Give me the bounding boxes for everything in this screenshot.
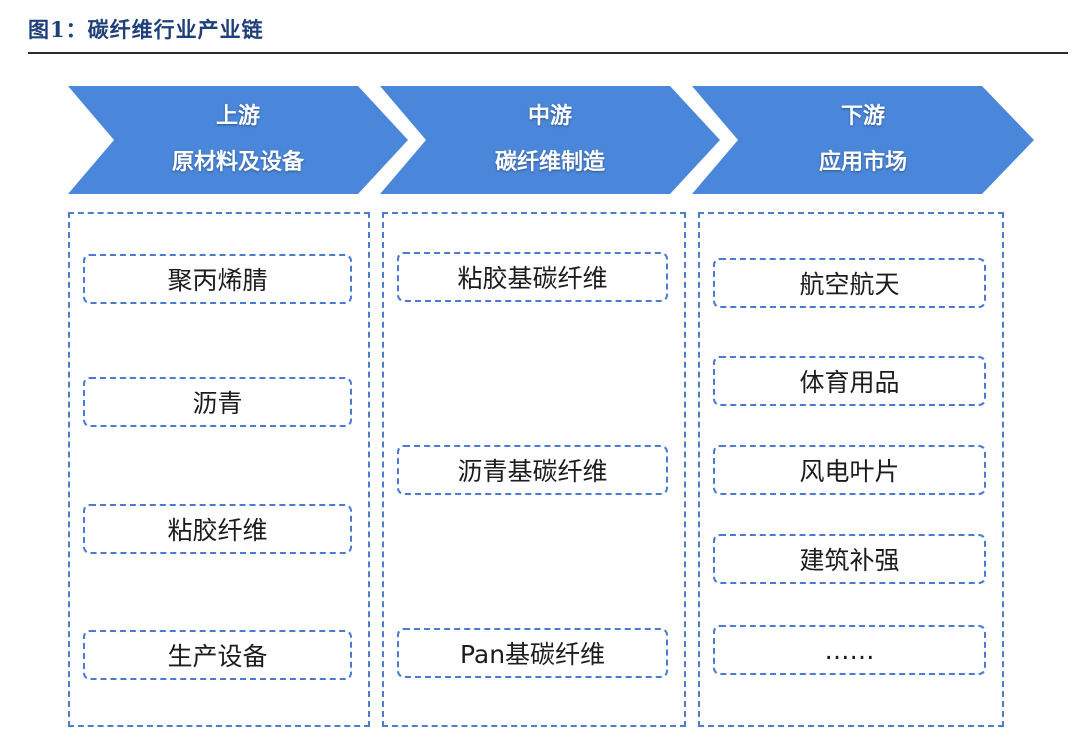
downstream-item-building-reinforcement: 建筑补强: [713, 534, 986, 584]
upstream-item-production-equipment: 生产设备: [83, 630, 352, 680]
midstream-column: 粘胶基碳纤维 沥青基碳纤维 Pan基碳纤维: [382, 212, 686, 727]
midstream-item-pan-carbon-fiber: Pan基碳纤维: [397, 628, 668, 678]
upstream-stage-subtitle: 原材料及设备: [171, 150, 304, 175]
downstream-arrow: 下游 应用市场: [692, 86, 1034, 194]
midstream-item-viscose-carbon-fiber: 粘胶基碳纤维: [397, 252, 668, 302]
upstream-item-viscose-fiber: 粘胶纤维: [83, 504, 352, 554]
upstream-column: 聚丙烯腈 沥青 粘胶纤维 生产设备: [68, 212, 370, 727]
downstream-item-aerospace: 航空航天: [713, 258, 986, 308]
midstream-stage-subtitle: 碳纤维制造: [494, 150, 605, 175]
downstream-item-more: ……: [713, 625, 986, 675]
downstream-arrow-shape: [692, 86, 1034, 194]
downstream-stage-subtitle: 应用市场: [818, 150, 907, 175]
upstream-item-polyacrylonitrile: 聚丙烯腈: [83, 254, 352, 304]
upstream-item-pitch: 沥青: [83, 377, 352, 427]
upstream-arrow-shape: [68, 86, 408, 194]
downstream-column: 航空航天 体育用品 风电叶片 建筑补强 ……: [698, 212, 1004, 727]
upstream-arrow: 上游 原材料及设备: [68, 86, 408, 194]
midstream-arrow-shape: [380, 86, 720, 194]
midstream-arrow: 中游 碳纤维制造: [380, 86, 720, 194]
downstream-item-sporting-goods: 体育用品: [713, 356, 986, 406]
title-underline: [28, 52, 1068, 54]
downstream-item-wind-turbine-blades: 风电叶片: [713, 445, 986, 495]
downstream-stage-name: 下游: [840, 103, 885, 129]
midstream-stage-name: 中游: [527, 103, 572, 129]
midstream-item-pitch-carbon-fiber: 沥青基碳纤维: [397, 445, 668, 495]
upstream-stage-name: 上游: [215, 103, 260, 129]
figure-title: 图1：碳纤维行业产业链: [28, 17, 264, 42]
